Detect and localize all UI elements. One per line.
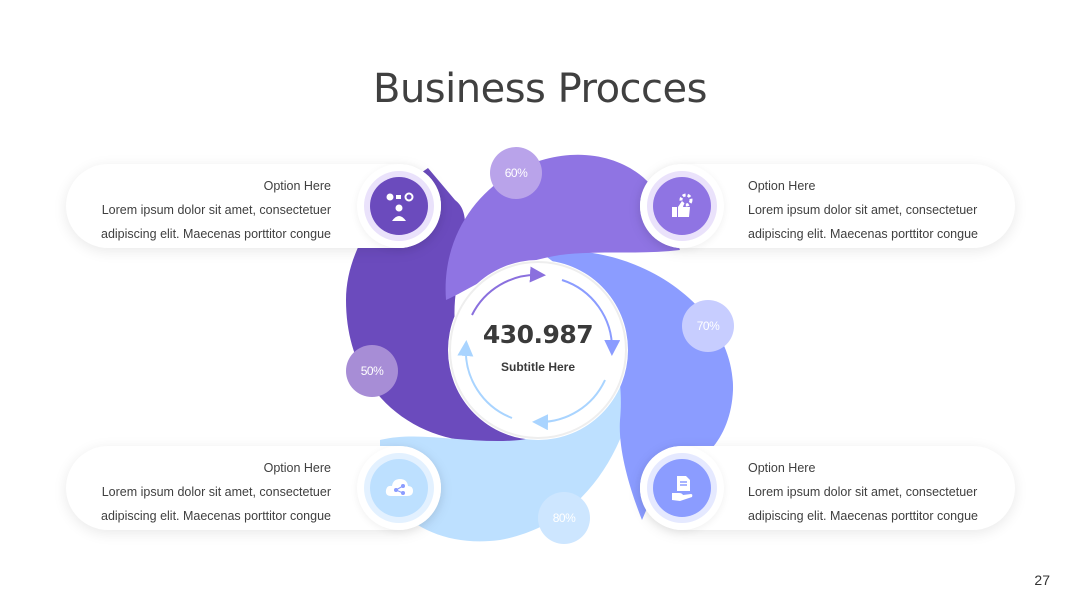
option-card-top-left: Option Here Lorem ipsum dolor sit amet, …	[66, 164, 441, 248]
cycle-arrow-left	[457, 340, 513, 419]
percent-badge-50: 50%	[346, 345, 398, 397]
option-text-line2: adipiscing elit. Maecenas porttitor cong…	[748, 227, 978, 241]
cloud-share-icon	[385, 479, 413, 496]
percent-badge-80: 80%	[538, 492, 590, 544]
option-text-line1: Lorem ipsum dolor sit amet, consectetuer	[101, 203, 331, 217]
option-text-line1: Lorem ipsum dolor sit amet, consectetuer	[101, 485, 331, 499]
center-subtitle: Subtitle Here	[500, 360, 575, 374]
option-title: Option Here	[748, 179, 816, 193]
page-number: 27	[1034, 572, 1050, 588]
document-hand-icon	[672, 476, 693, 501]
team-process-icon	[386, 192, 414, 221]
option-icon-badge	[357, 446, 441, 530]
cycle-arrow-top	[471, 266, 546, 316]
option-text-line2: adipiscing elit. Maecenas porttitor cong…	[748, 509, 978, 523]
option-icon-badge	[640, 446, 724, 530]
cycle-arrow-bottom	[532, 379, 606, 431]
option-icon-badge	[357, 164, 441, 248]
option-text-line2: adipiscing elit. Maecenas porttitor cong…	[101, 509, 331, 523]
cycle-arrow-right	[561, 279, 621, 356]
percent-badge-70: 70%	[682, 300, 734, 352]
thumbs-up-gear-icon	[672, 193, 693, 217]
option-text-line1: Lorem ipsum dolor sit amet, consectetuer	[748, 203, 978, 217]
option-icon-badge	[640, 164, 724, 248]
option-title: Option Here	[748, 461, 816, 475]
center-value: 430.987	[482, 320, 594, 349]
segment-light-blue	[380, 300, 642, 542]
option-card-bottom-right: Option Here Lorem ipsum dolor sit amet, …	[640, 446, 1015, 530]
option-card-bottom-left: Option Here Lorem ipsum dolor sit amet, …	[66, 446, 441, 530]
page-title: Business Procces	[373, 66, 708, 112]
option-title: Option Here	[263, 179, 331, 193]
percent-badge-60: 60%	[490, 147, 542, 199]
option-card-top-right: Option Here Lorem ipsum dolor sit amet, …	[640, 164, 1015, 248]
option-text-line2: adipiscing elit. Maecenas porttitor cong…	[101, 227, 331, 241]
option-title: Option Here	[263, 461, 331, 475]
option-text-line1: Lorem ipsum dolor sit amet, consectetuer	[748, 485, 978, 499]
